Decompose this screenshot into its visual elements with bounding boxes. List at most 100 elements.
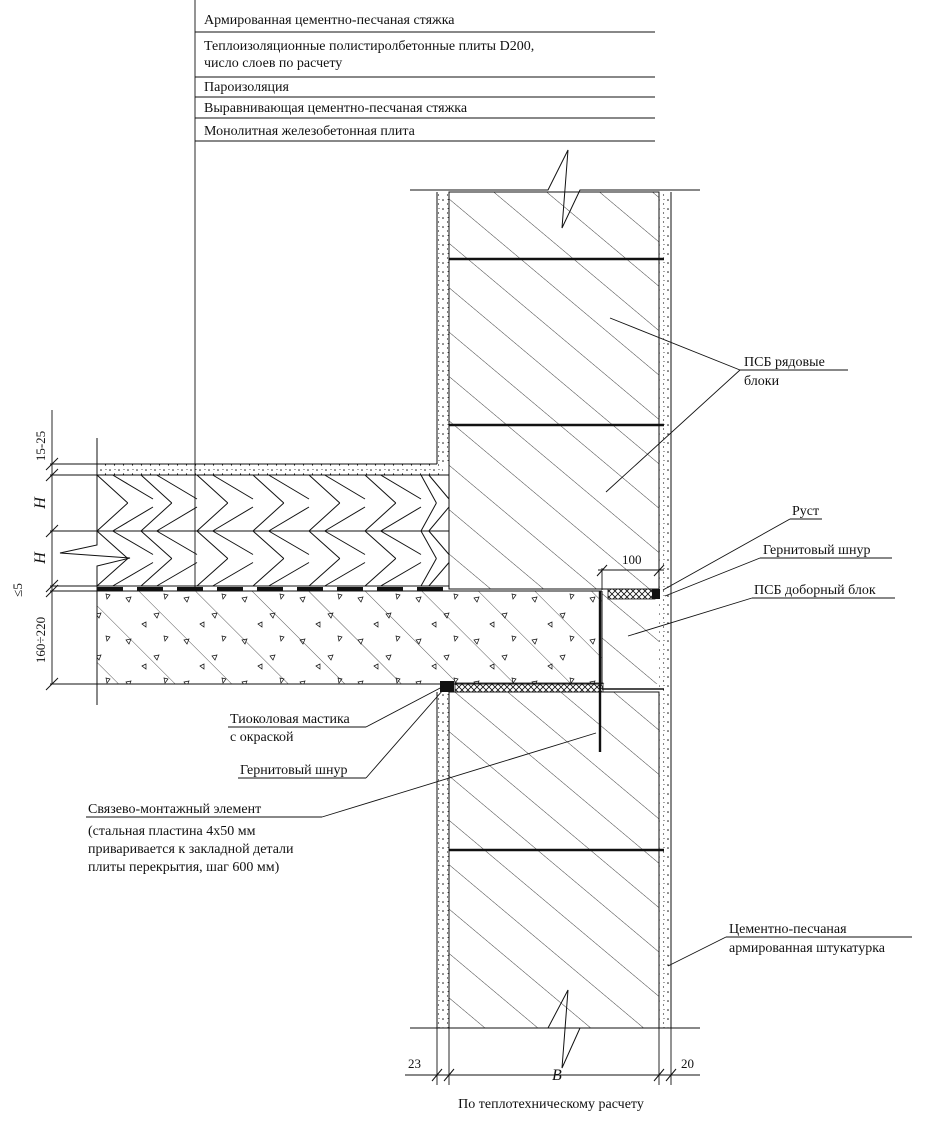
insulation-hatch-line — [252, 474, 285, 504]
insulation-hatch-line — [324, 506, 366, 532]
lower-wall — [410, 589, 700, 1069]
label-psb-row-1: ПСБ рядовые — [744, 355, 825, 370]
insulation-hatch-line — [140, 558, 173, 587]
dim-slab: 160÷220 — [33, 617, 48, 663]
label-psb-row-2: блоки — [744, 374, 780, 389]
floor-layers — [50, 438, 603, 705]
layer-legend: Армированная цементно-песчаная стяжка Те… — [194, 0, 655, 590]
insulation-hatch-line — [308, 474, 341, 504]
insulation-hatch-line — [428, 530, 450, 555]
callout-thiokol: Тиоколовая мастика с окраской — [228, 685, 445, 745]
insulation-hatch-line — [324, 530, 366, 555]
label-tie-2: (стальная пластина 4х50 мм — [88, 824, 256, 839]
insulation-hatch-line — [196, 558, 229, 587]
insulation-hatch-line — [212, 562, 254, 587]
insulation-hatch-line — [196, 530, 229, 559]
callout-rust: Руст — [662, 504, 822, 591]
legend-layer-5: Монолитная железобетонная плита — [204, 124, 416, 139]
insulation-hatch-line — [156, 474, 198, 500]
bottom-dimensions: 23 20 B По теплотехническому расчету — [405, 1028, 700, 1112]
insulation-hatch-line — [324, 562, 366, 587]
insulation-hatch-line — [268, 506, 310, 532]
upper-wall — [410, 149, 700, 590]
insulation-hatch-line — [156, 530, 198, 555]
insulation-hatch-line — [420, 502, 437, 532]
insulation-hatch-line — [380, 530, 422, 555]
insulation-hatch-line — [308, 502, 341, 532]
callout-psb-row-blocks: ПСБ рядовые блоки — [605, 317, 848, 493]
insulation-hatch-line — [140, 502, 173, 532]
label-psb-add-block: ПСБ доборный блок — [754, 583, 876, 598]
insulation-hatch-line — [156, 506, 198, 532]
insulation-hatch-line — [364, 474, 397, 504]
insulation-hatch-line — [364, 558, 397, 587]
label-gernit-bottom: Гернитовый шнур — [240, 763, 347, 778]
insulation-hatch-line — [96, 558, 129, 587]
insulation-hatch-line — [156, 562, 198, 587]
dim-wall-note: По теплотехническому расчету — [458, 1097, 644, 1112]
label-plaster-2: армированная штукатурка — [729, 941, 886, 956]
callout-plaster: Цементно-песчаная армированная штукатурк… — [667, 922, 912, 967]
dim-plaster-right: 20 — [681, 1056, 694, 1071]
dim-screed: 15-25 — [33, 431, 48, 461]
legend-layer-4: Выравнивающая цементно-песчаная стяжка — [204, 101, 468, 116]
insulation-hatch-line — [268, 474, 310, 500]
insulation-hatch-line — [212, 506, 254, 532]
insulation-hatch-line — [140, 474, 173, 504]
insulation-hatch-line — [112, 530, 154, 555]
dim-plaster-left: 23 — [408, 1056, 421, 1071]
insulation-hatch-line — [420, 558, 437, 587]
label-tie-1: Связево-монтажный элемент — [88, 802, 261, 817]
insulation-hatch-line — [364, 530, 397, 559]
insulation-hatch-line — [308, 530, 341, 559]
insulation-hatch-line — [380, 474, 422, 500]
dim-vapor: ≤5 — [10, 583, 25, 597]
legend-layer-2-line-1: Теплоизоляционные полистиролбетонные пли… — [204, 39, 534, 54]
callout-gernit-bottom: Гернитовый шнур — [238, 689, 444, 779]
insulation-hatch-line — [268, 530, 310, 555]
left-dimension-chain: 15-25 H H ≤5 160÷220 — [10, 410, 59, 691]
insulation-hatch-line — [196, 474, 229, 504]
legend-layer-1: Армированная цементно-песчаная стяжка — [204, 13, 455, 28]
label-thiokol-1: Тиоколовая мастика — [230, 712, 351, 727]
add-block-zone — [440, 588, 664, 752]
label-rust: Руст — [792, 504, 819, 519]
insulation-hatch-line — [420, 530, 437, 559]
legend-layer-3: Пароизоляция — [204, 80, 289, 95]
label-thiokol-2: с окраской — [230, 730, 294, 745]
legend-layer-2-line-2: число слоев по расчету — [204, 56, 342, 71]
label-tie-3: приваривается к закладной детали — [88, 842, 294, 857]
insulation-hatch-line — [252, 530, 285, 559]
callout-tie-element: Связево-монтажный элемент (стальная плас… — [86, 732, 597, 875]
insulation-hatch-line — [212, 474, 254, 500]
dim-100: 100 — [596, 552, 665, 590]
insulation-hatch-line — [324, 474, 366, 500]
label-plaster-1: Цементно-песчаная — [729, 922, 847, 937]
insulation-hatch-line — [308, 558, 341, 587]
insulation-hatch-line — [380, 506, 422, 532]
callout-psb-add-block: ПСБ доборный блок — [627, 583, 895, 637]
insulation-hatch-line — [96, 530, 129, 559]
insulation-hatch-line — [212, 530, 254, 555]
insulation-hatch-line — [428, 562, 450, 587]
insulation-hatch-line — [420, 474, 437, 504]
label-tie-4: плиты перекрытия, шаг 600 мм) — [88, 860, 280, 875]
insulation-hatch-line — [196, 502, 229, 532]
insulation-hatch-line — [364, 502, 397, 532]
dim-add-block: 100 — [622, 552, 642, 567]
insulation-hatch-line — [252, 558, 285, 587]
insulation-hatch-line — [140, 530, 173, 559]
insulation-hatch-line — [428, 506, 450, 532]
insulation-hatch-line — [112, 474, 154, 500]
callout-gernit-top: Гернитовый шнур — [664, 543, 892, 597]
insulation-hatch-line — [428, 474, 450, 500]
insulation-hatch-line — [96, 502, 129, 532]
insulation-hatch-line — [112, 506, 154, 532]
dim-insulation-1: H — [32, 496, 49, 510]
insulation-hatch-line — [112, 562, 154, 587]
dim-wall: B — [552, 1067, 562, 1084]
dim-insulation-2: H — [32, 551, 49, 565]
insulation-hatch-line — [268, 562, 310, 587]
insulation-hatch-line — [380, 562, 422, 587]
